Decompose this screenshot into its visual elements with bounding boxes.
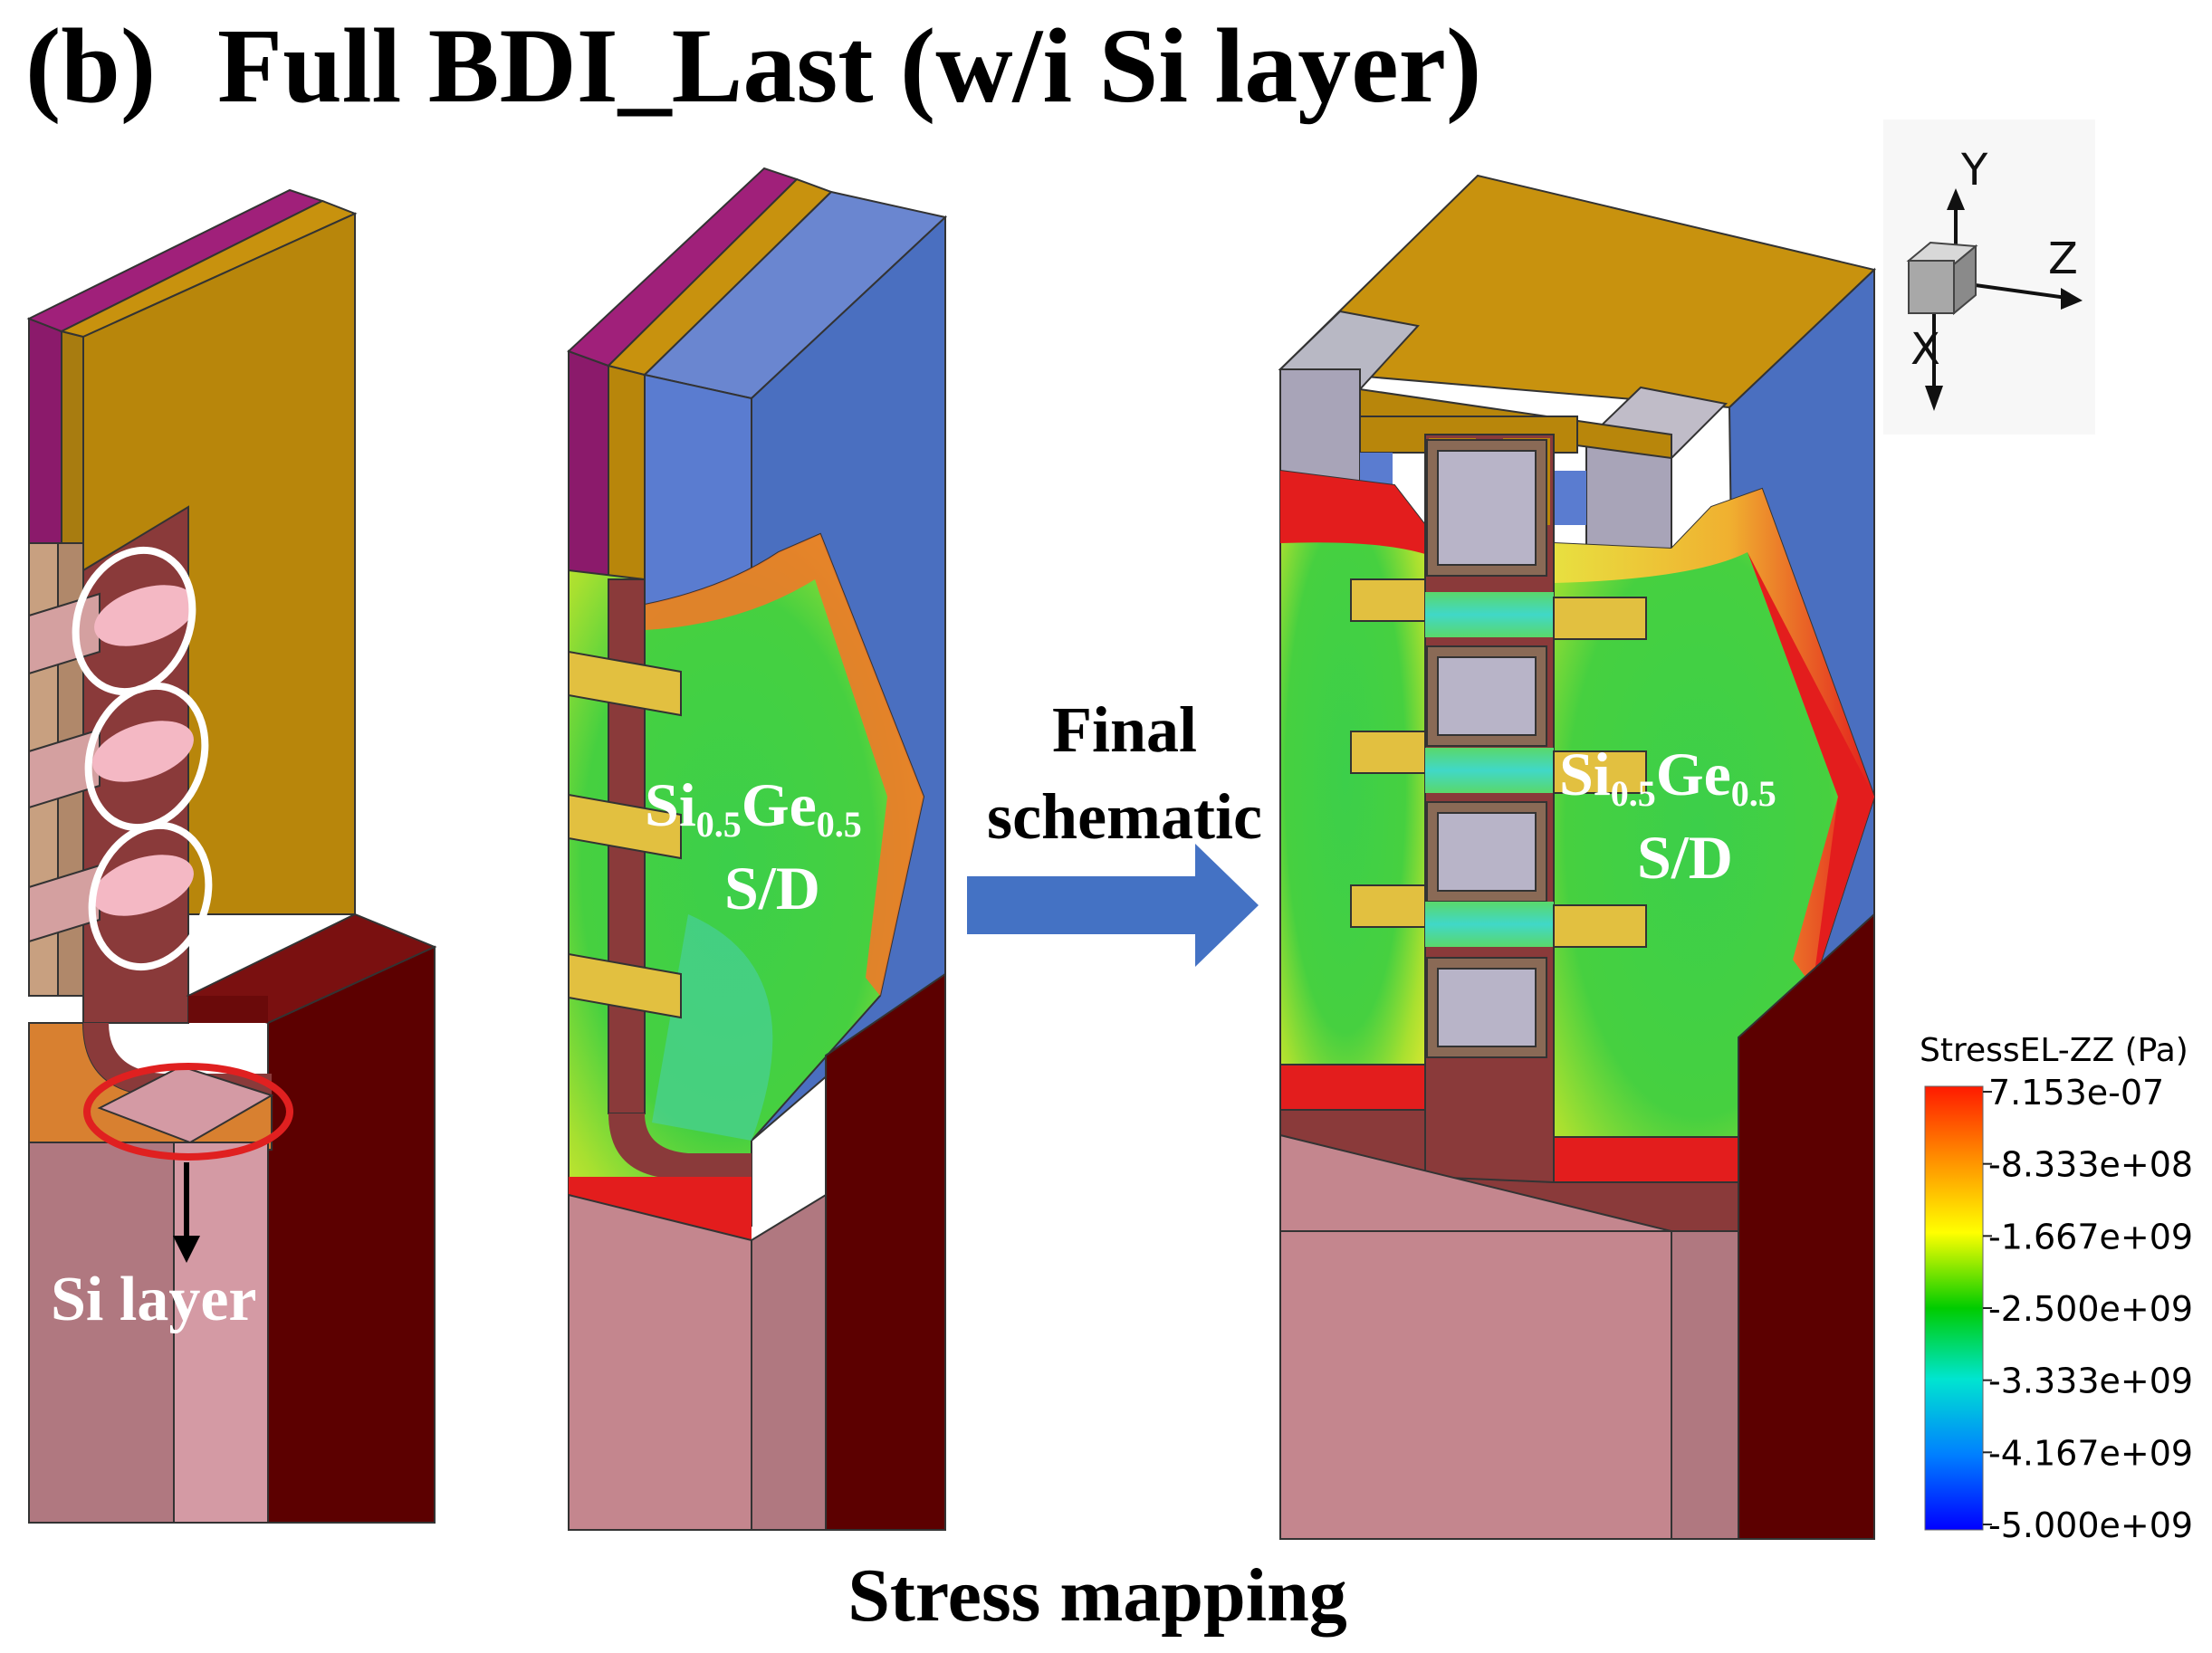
legend-tick-label: -1.667e+09 xyxy=(1988,1217,2193,1256)
legend-tick-label: -8.333e+08 xyxy=(1988,1145,2193,1185)
axis-x-label: X xyxy=(1910,324,1940,375)
axis-z-label: Z xyxy=(2048,234,2078,284)
legend-tick-label: -2.500e+09 xyxy=(1988,1289,2193,1329)
figure-caption: Stress mapping xyxy=(847,1553,1347,1638)
structure-middle: Si0.5Ge0.5 S/D xyxy=(567,167,948,1531)
legend-title: StressEL-ZZ (Pa) xyxy=(1920,1032,2188,1069)
legend-tick-label: -5.000e+09 xyxy=(1988,1505,2193,1545)
structure-right: Si0.5Ge0.5 S/D xyxy=(1278,174,1877,1540)
figure-title: Full BDI_Last (w/i Si layer) xyxy=(217,6,1481,125)
sige-label-middle: Si0.5Ge0.5 xyxy=(645,770,862,845)
axis-y-label: Y xyxy=(1960,145,1988,196)
legend-colorbar xyxy=(1924,1085,1984,1531)
panel-tag: (b) xyxy=(25,6,156,125)
sige-label-right: Si0.5Ge0.5 xyxy=(1559,740,1776,814)
legend-tick-label: -4.167e+09 xyxy=(1988,1433,2193,1473)
structure-left: Si layer xyxy=(26,188,437,1524)
si-layer-label: Si layer xyxy=(51,1265,256,1334)
transition-arrow: Final schematic xyxy=(967,693,1262,967)
sd-label-right: S/D xyxy=(1637,823,1733,892)
si-layer-highlight xyxy=(83,1063,293,1161)
arrow-label-line2: schematic xyxy=(987,780,1262,853)
gate-boxes xyxy=(1426,438,1550,1058)
legend-tick-label: -3.333e+09 xyxy=(1988,1362,2193,1401)
right-arrow-icon xyxy=(967,844,1259,967)
legend-tick-label: 7.153e-07 xyxy=(1988,1073,2164,1113)
sd-label-middle: S/D xyxy=(724,854,820,922)
color-legend: StressEL-ZZ (Pa) 7.153e-07 -8.333e+08 -1.6… xyxy=(1920,1032,2193,1545)
arrow-label-line1: Final xyxy=(1052,693,1197,766)
axis-triad: Y Z X xyxy=(1883,119,2095,435)
